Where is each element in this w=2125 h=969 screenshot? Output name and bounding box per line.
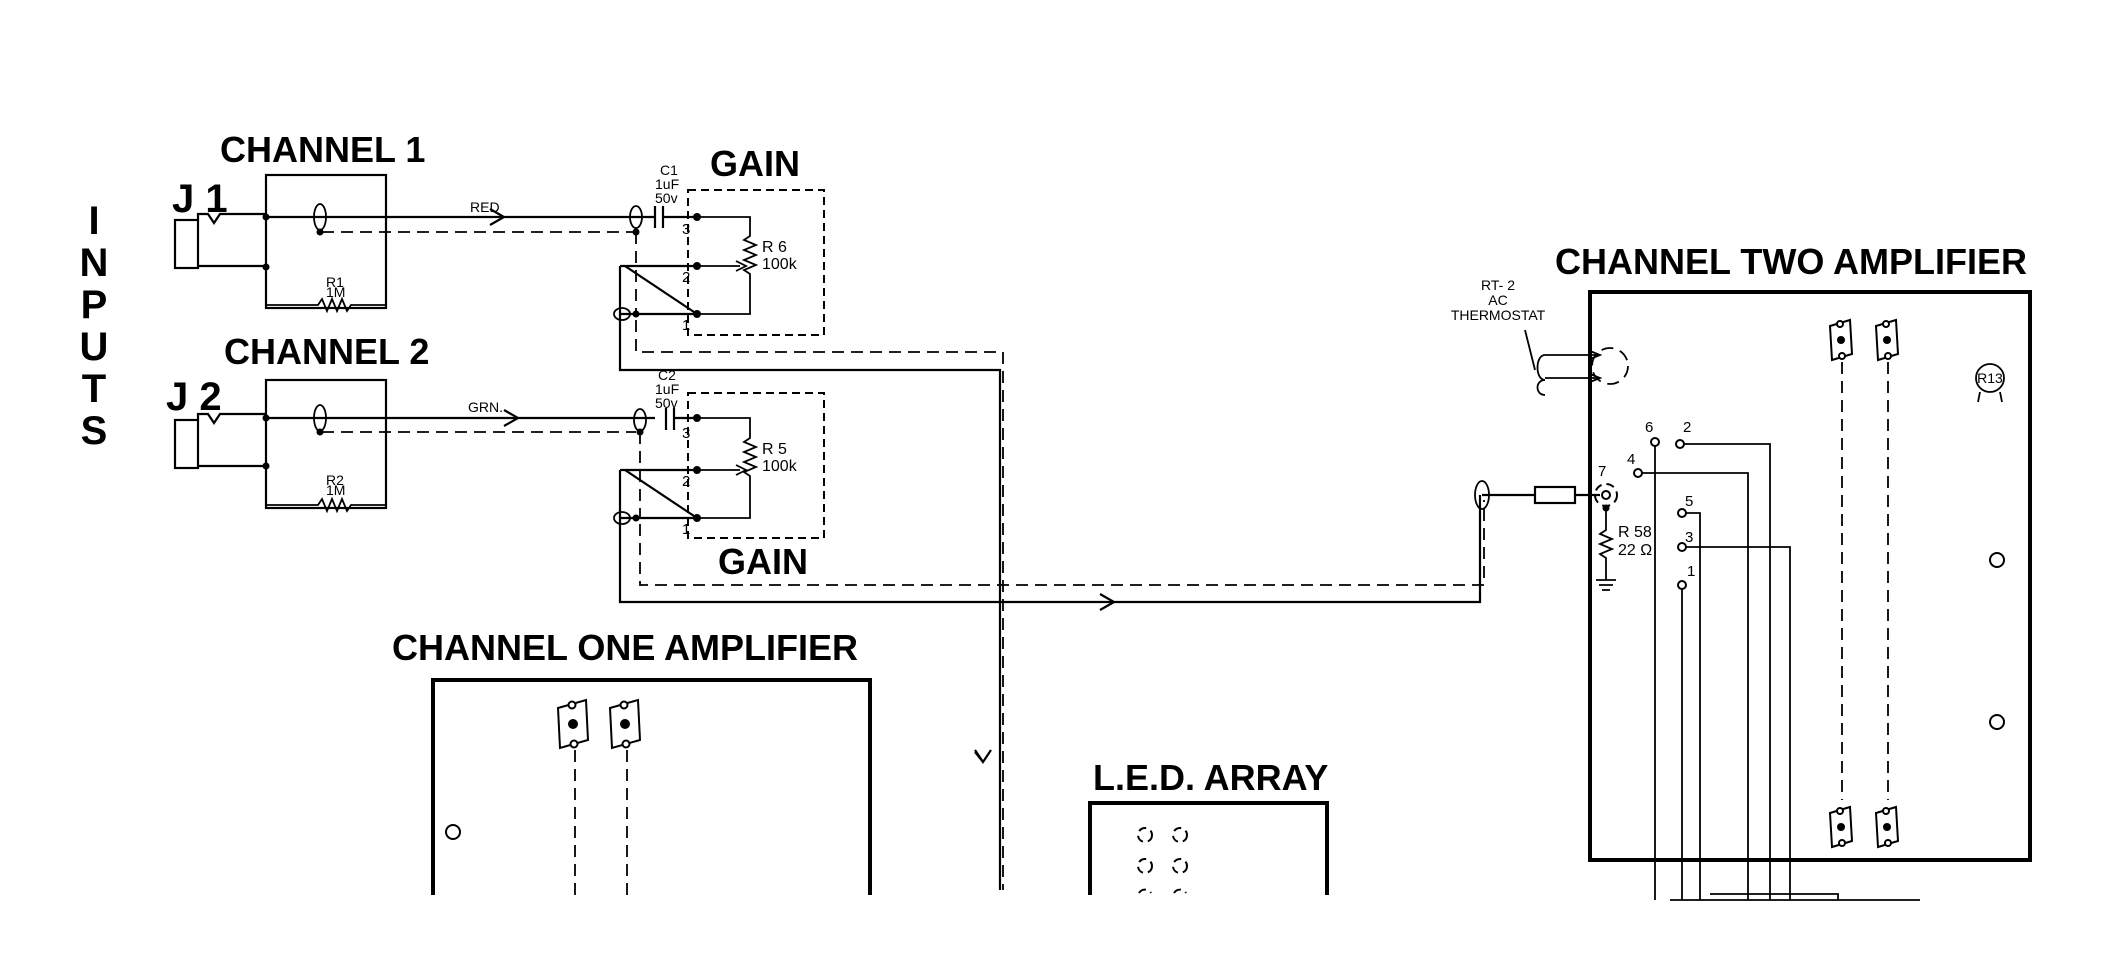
resistor-r2-value: 1M <box>326 482 345 498</box>
capacitor-c2 <box>664 408 676 430</box>
channel-one-amp-box <box>431 678 872 895</box>
wire-grn-label: GRN. <box>468 399 503 415</box>
jack-j1-tip <box>196 212 266 225</box>
gain-top: GAIN C1 1uF 50v R 6 100k 3 2 1 <box>613 143 1004 890</box>
thermostat-label: THERMOSTAT <box>1451 307 1546 323</box>
pot-r6-name: R 6 <box>762 239 787 256</box>
inputs-label: I N P U T S <box>80 199 109 453</box>
power-transistor <box>1828 805 1854 849</box>
resistor-r1-value: 1M <box>326 284 345 300</box>
c2-voltage: 50v <box>655 395 678 411</box>
jack-j2-label: J 2 <box>166 375 222 419</box>
wire-to-ch1-amp <box>618 266 1002 890</box>
resistor-r1 <box>265 267 386 314</box>
power-transistor <box>1828 318 1854 362</box>
terminal-label: 6 <box>1645 419 1653 436</box>
gain-bottom-title: GAIN <box>718 541 808 582</box>
terminal-label: 2 <box>1683 419 1691 436</box>
resistor-r58-name: R 58 <box>1618 524 1652 541</box>
power-transistor <box>1874 318 1900 362</box>
led-array: L.E.D. ARRAY <box>1088 757 1329 895</box>
terminal-label: 4 <box>1627 451 1635 468</box>
c1-name: C1 <box>660 162 678 178</box>
jack-j1-body <box>173 218 200 270</box>
c1-voltage: 50v <box>655 190 678 206</box>
pot-r5-name: R 5 <box>762 441 787 458</box>
power-transistor <box>1874 805 1900 849</box>
led <box>1137 827 1153 843</box>
capacitor-c1 <box>653 206 665 228</box>
inputs-letter: S <box>81 409 108 453</box>
mounting-hole <box>1989 714 2005 730</box>
wire-red-label: RED <box>470 199 500 215</box>
channel1-title: CHANNEL 1 <box>220 129 425 170</box>
c2-value: 1uF <box>655 381 679 397</box>
mounting-hole <box>1989 552 2005 568</box>
pin-label: 2 <box>682 269 690 286</box>
c1-value: 1uF <box>655 176 679 192</box>
terminal-label: 7 <box>1598 463 1606 480</box>
inputs-letter: I <box>88 199 99 243</box>
inputs-letter: T <box>82 367 106 411</box>
thermostat-name: RT- 2 <box>1481 277 1515 293</box>
channel1-input: CHANNEL 1 J 1 R1 1M RED <box>172 129 655 314</box>
trim-pot-r13-label: R13 <box>1977 370 2003 386</box>
channel-one-amp-title: CHANNEL ONE AMPLIFIER <box>392 627 858 668</box>
shield-to-ch2-amp <box>639 500 1485 586</box>
thermostat-rt2: RT- 2 AC THERMOSTAT <box>1451 277 1629 396</box>
channel-two-amp-box <box>1588 290 2032 862</box>
gain-top-box <box>687 189 825 336</box>
inputs-letter: P <box>81 283 108 327</box>
pot-r5-value: 100k <box>762 458 798 475</box>
thermostat-sensor <box>1591 347 1629 385</box>
pin-label: 1 <box>682 317 690 334</box>
jack-j2-tip <box>196 412 266 425</box>
wire-to-ch2-amp <box>618 470 1482 604</box>
pin-label: 1 <box>682 521 690 538</box>
terminal-label: 1 <box>1687 563 1695 580</box>
ground-symbol <box>1596 579 1616 591</box>
resistor-r2-name: R2 <box>326 472 344 488</box>
pin-label: 2 <box>682 473 690 490</box>
channel-two-amp-title: CHANNEL TWO AMPLIFIER <box>1555 241 2027 282</box>
shield-to-ch1-amp <box>635 320 1004 890</box>
terminal-label: 3 <box>1685 529 1693 546</box>
pin-label: 3 <box>682 425 690 442</box>
gain-bottom: GAIN C2 1uF 50v R 5 100k 3 2 1 <box>613 367 1485 611</box>
resistor-r1-name: R1 <box>326 274 344 290</box>
resistor-r58 <box>1597 508 1615 580</box>
mounting-hole <box>445 824 461 840</box>
c2-name: C2 <box>658 367 676 383</box>
ch2-amp-input-plug <box>1474 480 1595 510</box>
channel2-input: CHANNEL 2 J 2 R2 1M GRN. <box>166 331 655 514</box>
led <box>1172 858 1188 874</box>
pot-r6-value: 100k <box>762 256 798 273</box>
terminal-label: 5 <box>1685 493 1693 510</box>
resistor-r2 <box>265 466 386 514</box>
trim-pot-r13 <box>1975 363 2005 393</box>
channel-one-amplifier: CHANNEL ONE AMPLIFIER <box>392 627 872 895</box>
gain-top-title: GAIN <box>710 143 800 184</box>
power-transistor <box>608 698 642 750</box>
channel2-title: CHANNEL 2 <box>224 331 429 372</box>
thermostat-type: AC <box>1488 292 1507 308</box>
power-transistor <box>556 698 590 750</box>
jack-j2-body <box>173 418 200 470</box>
resistor-r58-value: 22 Ω <box>1618 542 1652 559</box>
inputs-letter: U <box>80 325 109 369</box>
led <box>1172 827 1188 843</box>
potentiometer-r5 <box>697 417 759 519</box>
inputs-letter: N <box>80 241 109 285</box>
pin-label: 3 <box>682 221 690 238</box>
led-array-box <box>1088 801 1329 895</box>
gain-bottom-box <box>687 392 825 539</box>
potentiometer-r6 <box>697 216 759 315</box>
led <box>1137 858 1153 874</box>
channel-two-amplifier: CHANNEL TWO AMPLIFIER R13 6 2 4 7 5 3 1 <box>1555 241 2032 901</box>
led-array-title: L.E.D. ARRAY <box>1093 757 1328 798</box>
